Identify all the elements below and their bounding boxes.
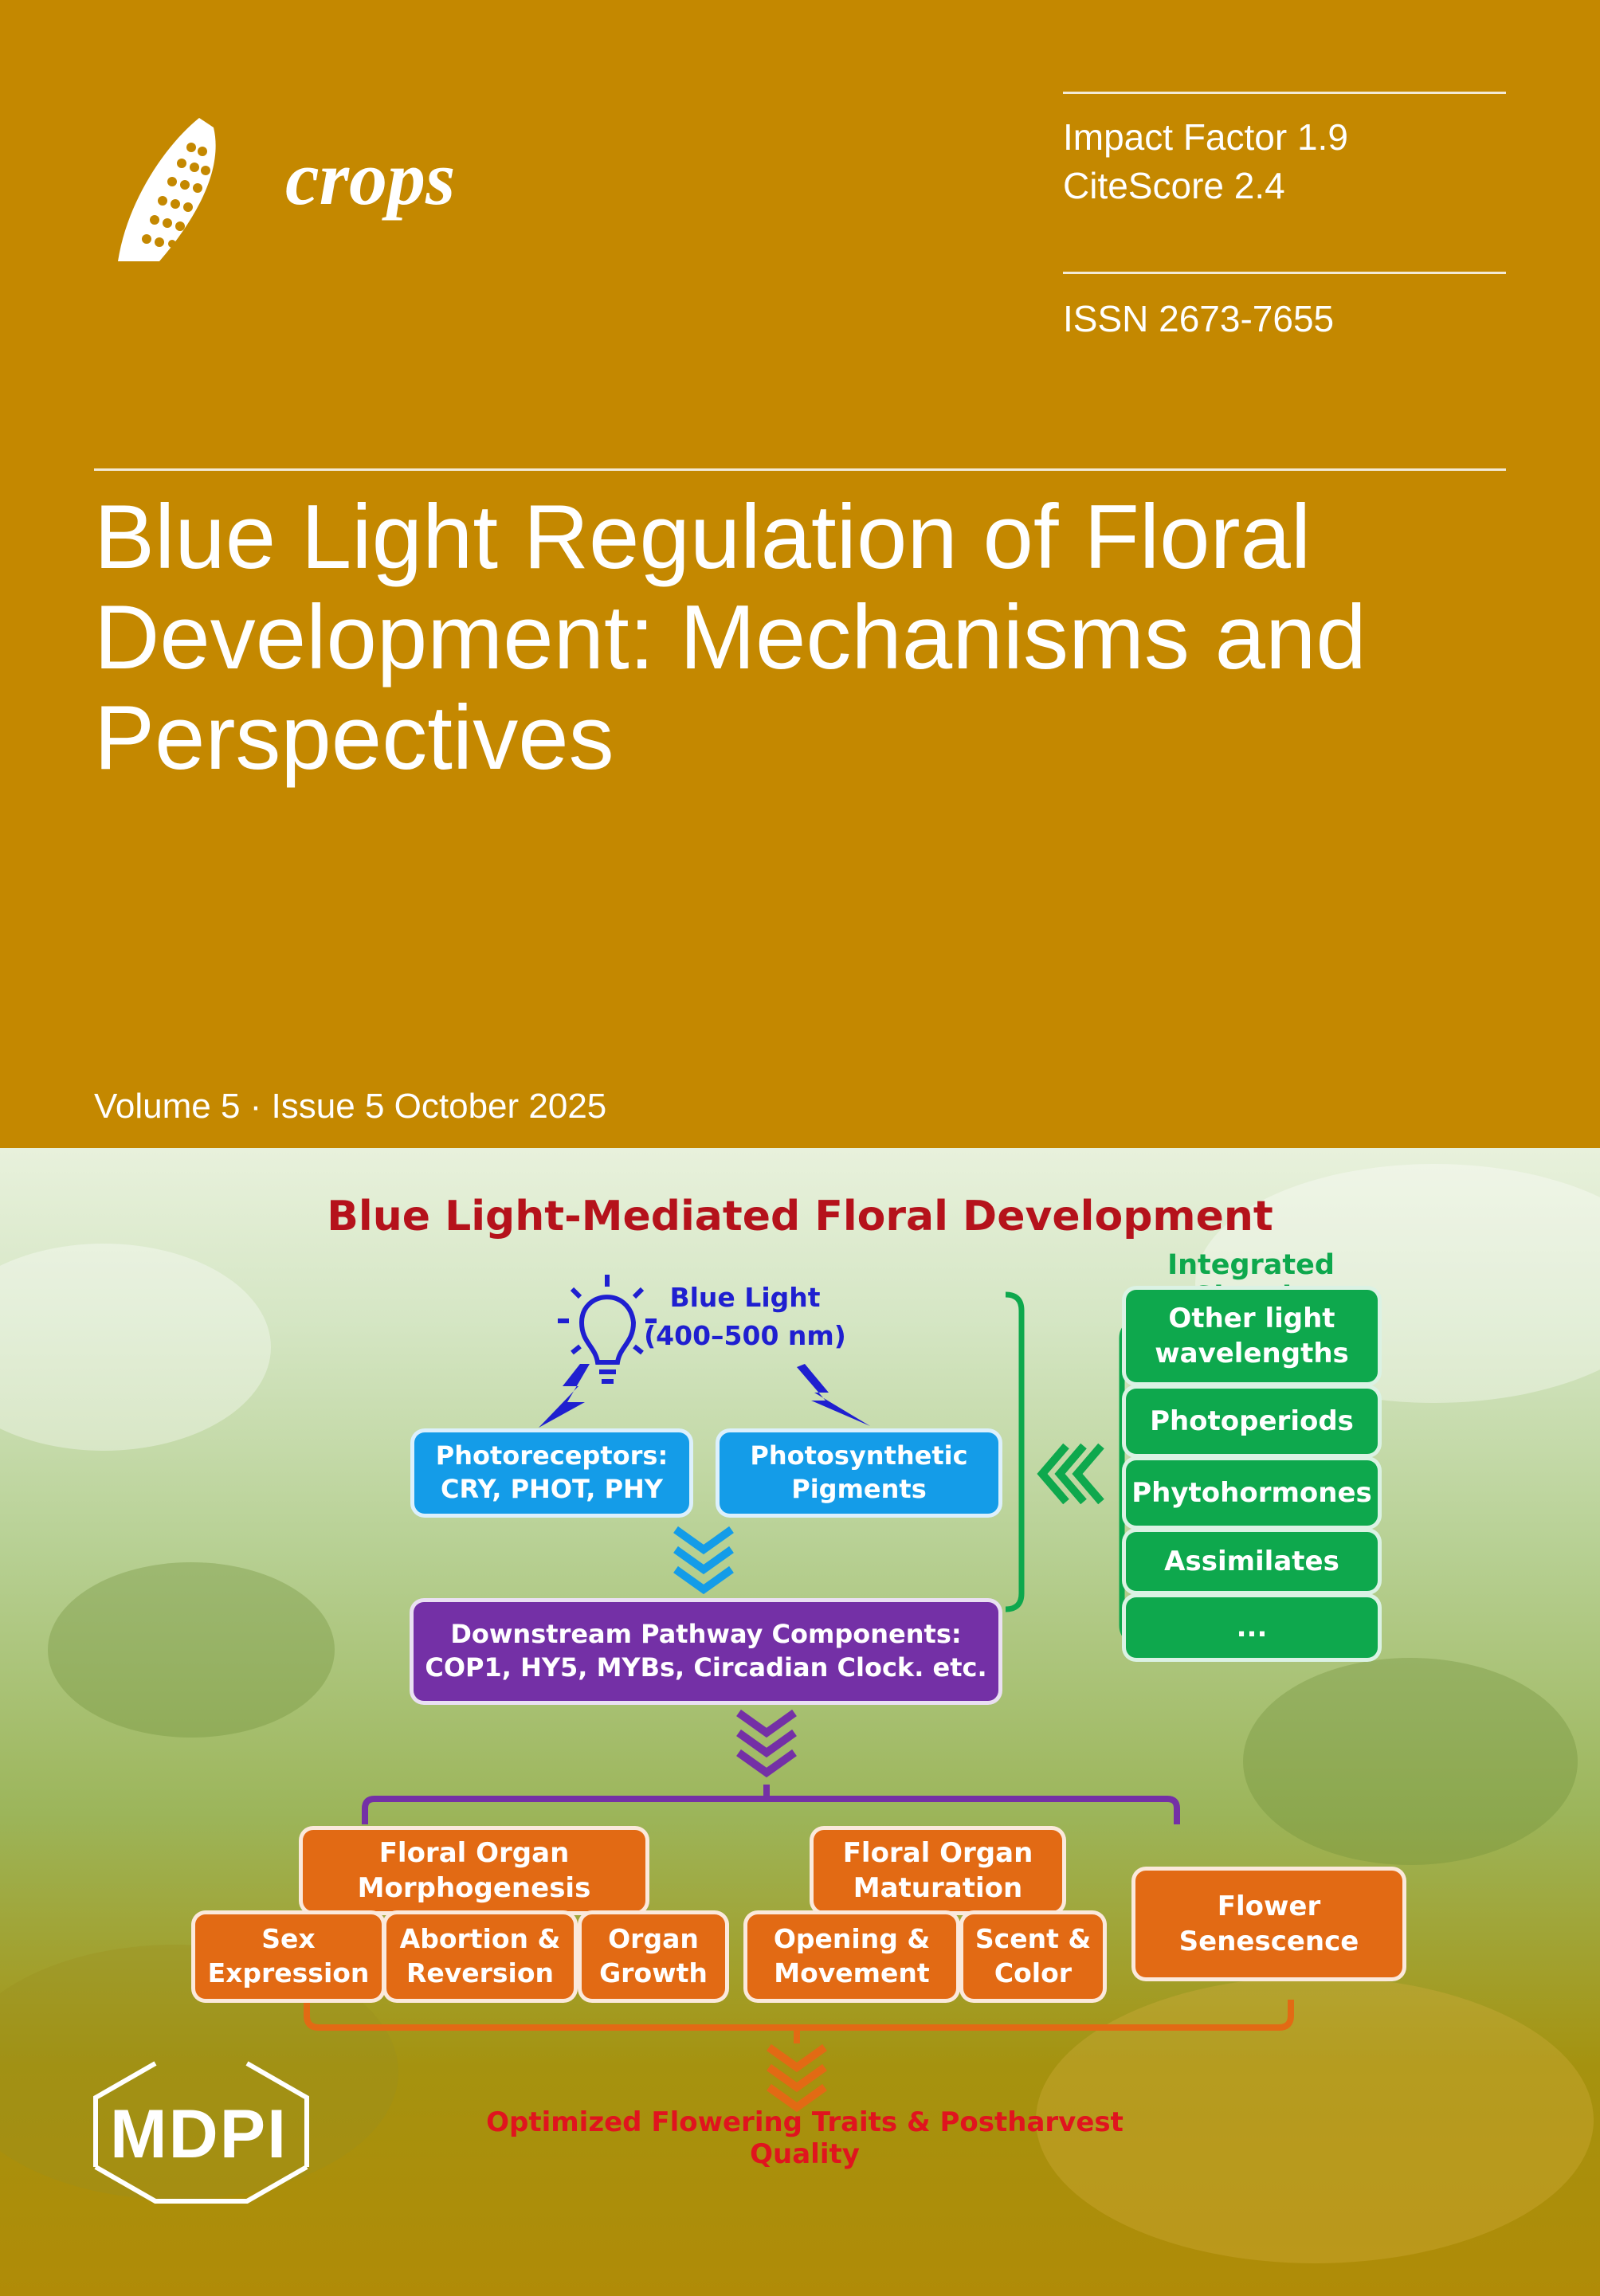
outcome-label: Optimized Flowering Traits & Postharvest… — [486, 2106, 1124, 2170]
citescore: CiteScore 2.4 — [1063, 165, 1285, 206]
signal-phytohormones: Phytohormones — [1122, 1456, 1382, 1530]
issn: ISSN 2673-7655 — [1063, 298, 1335, 339]
signal-etc: ... — [1122, 1593, 1382, 1662]
journal-name: crops — [285, 135, 456, 221]
figure-title: Blue Light-Mediated Floral Development — [327, 1193, 1273, 1240]
mdpi-logo-icon — [93, 2061, 309, 2204]
title-line-1: Blue Light Regulation of Floral — [94, 487, 1312, 588]
signal-assimilates: Assimilates — [1122, 1528, 1382, 1595]
lightning-bolt-icon — [539, 1364, 590, 1428]
photoreceptors-box: Photoreceptors:CRY, PHOT, PHY — [410, 1428, 693, 1518]
downstream-box: Downstream Pathway Components:COP1, HY5,… — [410, 1598, 1002, 1705]
journal-logo: crops — [112, 112, 510, 271]
lightning-bolt-icon — [797, 1364, 870, 1426]
purple-chevrons-icon — [736, 1709, 797, 1778]
mdpi-logo: MDPI — [110, 2096, 288, 2173]
opening-movement-box: Opening &Movement — [743, 1910, 960, 2003]
cover-header — [0, 0, 1600, 1148]
abortion-reversion-box: Abortion &Reversion — [382, 1910, 578, 2003]
divider-middle — [1063, 272, 1506, 274]
divider-title — [94, 468, 1506, 471]
impact-factor: Impact Factor 1.9 — [1063, 116, 1348, 158]
title-line-3: Perspectives — [94, 688, 614, 789]
lightbulb-icon — [558, 1275, 657, 1384]
title-line-2: Development: Mechanisms and — [94, 587, 1367, 688]
green-chevrons-icon — [1037, 1443, 1104, 1505]
orange-chevrons-icon — [767, 2043, 827, 2113]
corn-cob-icon — [118, 118, 216, 261]
scent-color-box: Scent &Color — [959, 1910, 1107, 2003]
blue-light-label: Blue Light (400–500 nm) — [644, 1282, 846, 1351]
signal-photoperiods: Photoperiods — [1122, 1385, 1382, 1458]
article-title: Blue Light Regulation of Floral Developm… — [94, 488, 1528, 789]
divider-top — [1063, 92, 1506, 94]
volume-issue: Volume 5 · Issue 5 October 2025 — [94, 1087, 607, 1126]
blue-chevrons-icon — [673, 1526, 734, 1595]
